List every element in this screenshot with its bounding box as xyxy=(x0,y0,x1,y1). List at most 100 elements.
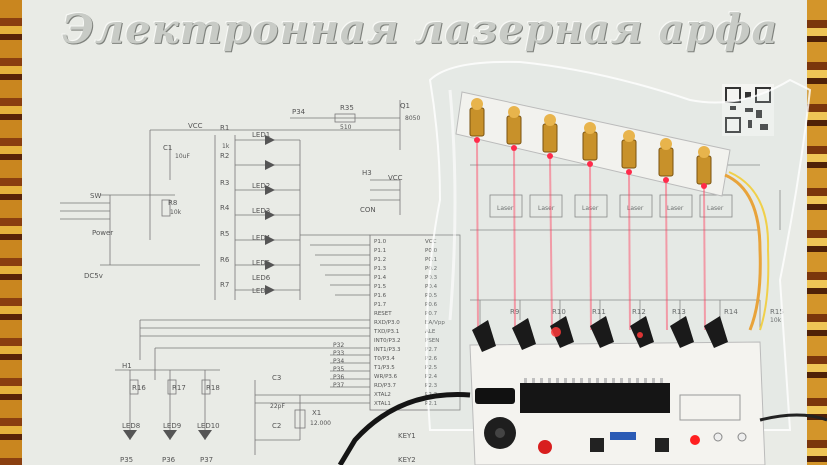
label-led10: LED10 xyxy=(197,422,220,430)
label-led6: LED6 xyxy=(252,274,271,282)
ornamental-frame-right xyxy=(807,0,827,465)
mcu-pin-left: T1/P3.5 xyxy=(373,365,395,371)
label-led8: LED8 xyxy=(122,422,140,430)
label-r12: R12 xyxy=(632,308,646,316)
mcu-pin-right: P0.5 xyxy=(425,293,438,299)
mcu-pin-left: P1.1 xyxy=(374,248,386,254)
label-h1: H1 xyxy=(122,362,132,370)
label-r8-value: 10k xyxy=(170,209,182,216)
label-c2: C2 xyxy=(272,422,281,430)
mcu-pin-right: VCC xyxy=(425,239,437,245)
label-r14: R14 xyxy=(724,308,738,316)
mcu-pin-right: ALE xyxy=(425,329,436,335)
label-x1-value: 12.000 xyxy=(310,420,331,427)
label-led2: LED2 xyxy=(252,182,270,190)
mcu-pin-left: INT1/P3.3 xyxy=(374,347,401,353)
label-laser-4: Laser xyxy=(627,205,644,212)
label-led4: LED4 xyxy=(252,234,271,242)
ornamental-frame-left xyxy=(0,0,22,465)
mcu-pin-left: RXD/P3.0 xyxy=(374,320,400,326)
label-key2: KEY2 xyxy=(398,456,416,464)
label-p34-top: P34 xyxy=(292,108,306,116)
mcu-pin-right: P0.7 xyxy=(425,311,438,317)
label-laser-6: Laser xyxy=(707,205,724,212)
label-r1: R1 xyxy=(220,124,229,132)
label-r6: R6 xyxy=(220,256,230,264)
label-p35: P35 xyxy=(120,456,133,464)
mcu-pin-right: P2.4 xyxy=(425,374,438,380)
mcu-pin-left: RD/P3.7 xyxy=(374,383,396,389)
mcu-pin-left: TXD/P3.1 xyxy=(373,329,399,335)
label-laser-3: Laser xyxy=(582,205,599,212)
label-led3: LED3 xyxy=(252,207,270,215)
label-power: Power xyxy=(92,229,113,237)
label-r17: R17 xyxy=(172,384,186,392)
mcu-pin-right: P2.5 xyxy=(425,365,438,371)
label-r35-value: 510 xyxy=(340,124,352,131)
label-r3: R3 xyxy=(220,179,229,187)
port-label: P33 xyxy=(333,350,344,357)
label-r9: R9 xyxy=(510,308,519,316)
mcu-pin-right: P2.3 xyxy=(425,383,438,389)
mcu-pin-right: EA/Vpp xyxy=(425,320,445,326)
mcu-pin-right: P2.6 xyxy=(425,356,438,362)
mcu-pin-left: P1.4 xyxy=(374,275,387,281)
label-x1: X1 xyxy=(312,409,321,417)
mcu-pin-left: P1.2 xyxy=(374,257,386,263)
label-vcc: VCC xyxy=(188,122,203,130)
label-con: CON xyxy=(360,206,376,214)
label-c3-value: 22pF xyxy=(270,403,285,410)
label-r35: R35 xyxy=(340,104,354,112)
label-sw: SW xyxy=(90,192,101,200)
label-dc5v: DC5v xyxy=(84,272,103,280)
label-led5: LED5 xyxy=(252,259,270,267)
label-led1: LED1 xyxy=(252,131,270,139)
label-p37: P37 xyxy=(200,456,213,464)
label-vcc-2: VCC xyxy=(388,174,403,182)
mcu-pin-left: RESET xyxy=(374,311,392,317)
poster-title: Электронная лазерная арфа xyxy=(62,6,779,53)
laser-module-board xyxy=(455,91,770,331)
mcu-pin-left: WR/P3.6 xyxy=(374,374,398,380)
label-r13: R13 xyxy=(672,308,686,316)
label-h3: H3 xyxy=(362,169,372,177)
label-laser-1: Laser xyxy=(497,205,514,212)
schematic-led-symbols xyxy=(123,135,275,440)
mcu-pin-left: P1.6 xyxy=(374,293,387,299)
main-pcb xyxy=(337,316,827,465)
label-c1-value: 10uF xyxy=(175,153,190,160)
label-r11: R11 xyxy=(592,308,606,316)
port-label: P32 xyxy=(333,342,344,349)
label-laser-2: Laser xyxy=(538,205,555,212)
label-r16: R16 xyxy=(132,384,146,392)
label-led9: LED9 xyxy=(163,422,181,430)
mcu-pin-left: XTAL1 xyxy=(374,401,391,407)
port-label: P37 xyxy=(333,382,344,389)
label-r8: R8 xyxy=(168,199,177,207)
mcu-pin-labels: P1.0 P1.1 P1.2 P1.3 P1.4 P1.5 P1.6 P1.7 … xyxy=(333,239,445,407)
mcu-pin-right: P2.1 xyxy=(425,401,437,407)
mcu-pin-right: P0.3 xyxy=(425,275,438,281)
mcu-pin-left: P1.3 xyxy=(374,266,387,272)
mcu-pin-left: P1.5 xyxy=(374,284,387,290)
label-r2: R2 xyxy=(220,152,229,160)
schematic-labels: VCC C1 10uF R8 10k SW Power DC5v R1 R2 R… xyxy=(84,102,784,464)
label-key1: KEY1 xyxy=(398,432,416,440)
port-label: P35 xyxy=(333,366,344,373)
label-r4: R4 xyxy=(220,204,230,212)
label-r7: R7 xyxy=(220,281,229,289)
label-r10: R10 xyxy=(552,308,566,316)
label-c1: C1 xyxy=(163,144,172,152)
port-label: P34 xyxy=(333,358,344,365)
mcu-pin-right: PSEN xyxy=(425,338,439,344)
label-led7: LED7 xyxy=(252,287,270,295)
mcu-pin-right: P2.7 xyxy=(425,347,438,353)
label-laser-5: Laser xyxy=(667,205,684,212)
mcu-pin-right: P0.4 xyxy=(425,284,438,290)
mcu-pin-left: P1.7 xyxy=(374,302,387,308)
mcu-pin-left: INT0/P3.2 xyxy=(374,338,401,344)
label-r18: R18 xyxy=(206,384,220,392)
label-resistor-value: 1k xyxy=(222,143,230,150)
